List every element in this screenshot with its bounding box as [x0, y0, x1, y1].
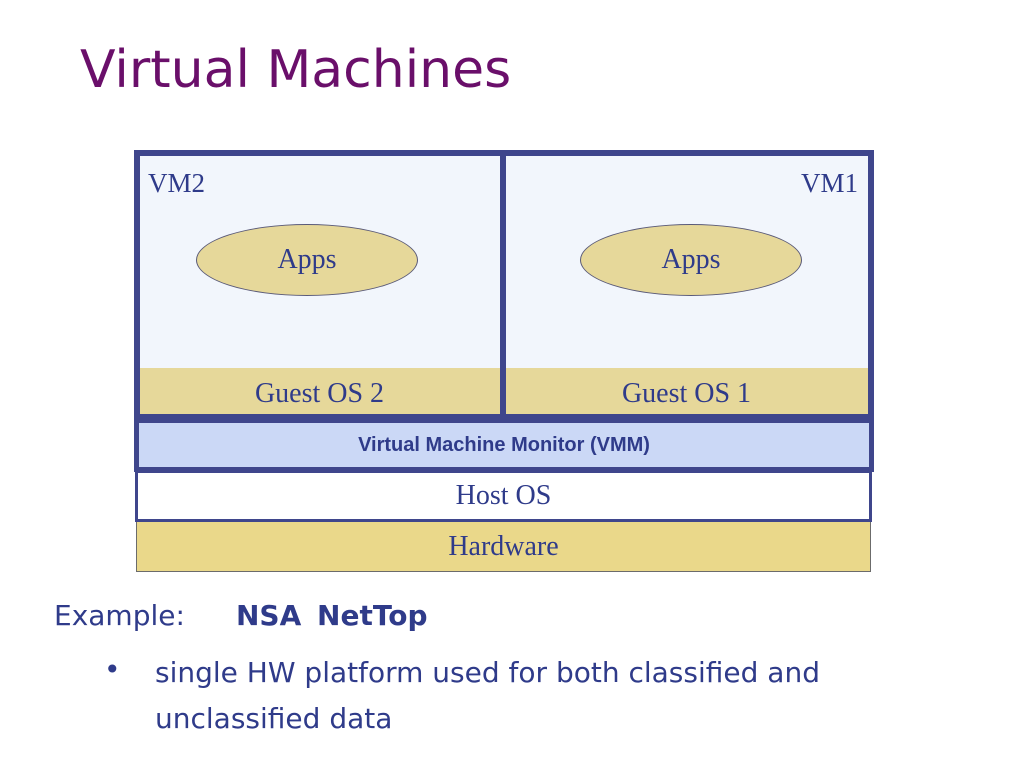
example-label: Example:: [54, 599, 185, 632]
slide-title: Virtual Machines: [80, 40, 512, 100]
guest-os-1-layer: Guest OS 1: [503, 368, 870, 418]
vm-divider: [500, 150, 506, 420]
example-line: Example: NSA NetTop: [54, 596, 428, 636]
vm1-label: VM1: [800, 168, 858, 198]
example-value: NSA NetTop: [236, 599, 428, 632]
hardware-layer: Hardware: [136, 522, 871, 572]
vm2-apps-ellipse: Apps: [196, 224, 418, 296]
bullet-text: single HW platform used for both classif…: [155, 656, 820, 735]
bullet-marker: •: [104, 653, 121, 686]
vm2-label: VM2: [148, 168, 206, 198]
vmm-layer: Virtual Machine Monitor (VMM): [134, 418, 874, 472]
vm1-apps-ellipse: Apps: [580, 224, 802, 296]
guest-os-2-layer: Guest OS 2: [136, 368, 503, 418]
host-os-layer: Host OS: [135, 470, 872, 522]
